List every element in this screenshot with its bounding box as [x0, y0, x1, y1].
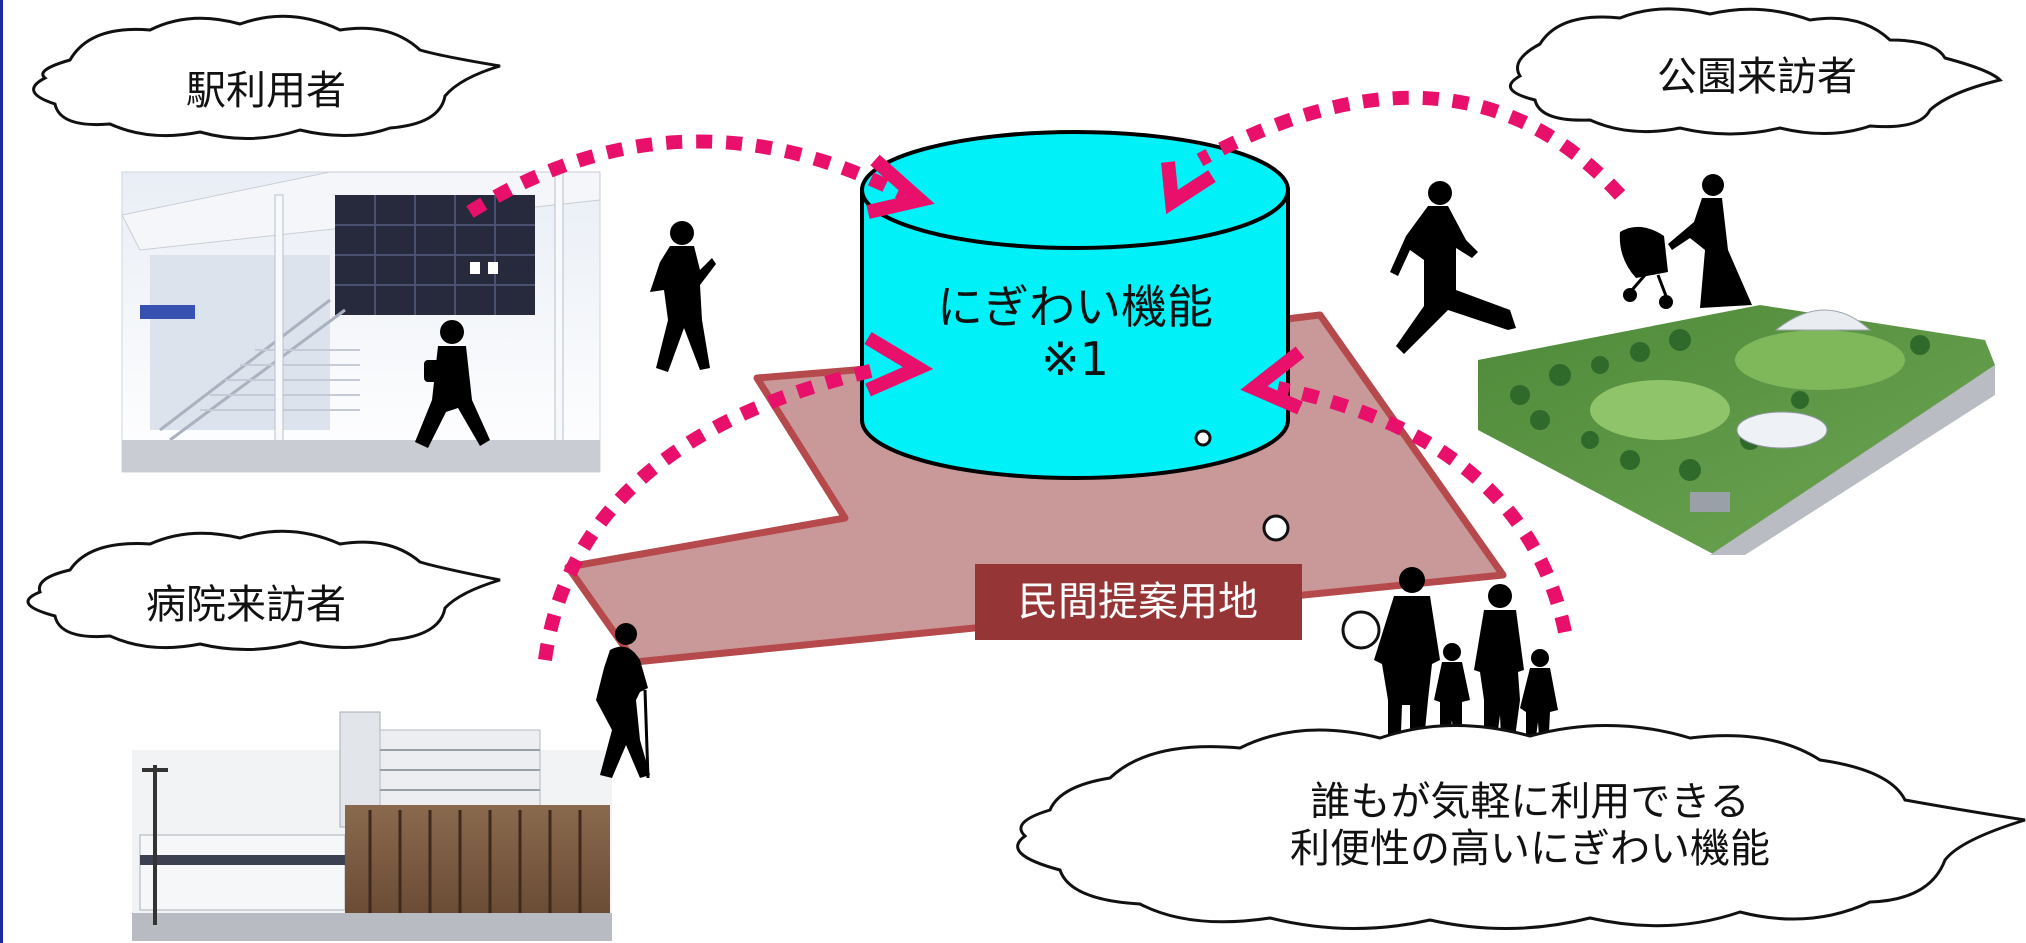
cloud-station-users: 駅利用者: [32, 14, 501, 141]
park-aerial-photo: [1478, 305, 1995, 555]
arrowhead-family: [1240, 346, 1305, 415]
cloud-hospital-label: 病院来訪者: [146, 582, 346, 628]
cloud-park-visitors: 公園来訪者: [1508, 7, 2003, 136]
mother-with-stroller-silhouette: [1619, 174, 1752, 309]
proposal-site-text: 民間提案用地: [1018, 579, 1258, 625]
cloud-station-label: 駅利用者: [186, 68, 346, 114]
arrows-to-facility: [466, 90, 1626, 661]
arrowhead-hospital: [864, 331, 934, 397]
proposal-site-label: 民間提案用地: [975, 564, 1302, 640]
hospital-photo: [132, 711, 612, 941]
arrow-path-from-hospital: [538, 363, 877, 661]
station-photo: [121, 171, 601, 473]
facility-label-note: ※1: [1041, 332, 1109, 386]
cloud-concept-message: 誰もが気軽に利用できる 利便性の高いにぎわい機能: [1016, 723, 2026, 931]
facility-label-line1: にぎわい機能: [937, 280, 1213, 334]
woman-with-phone-silhouette: [650, 221, 716, 372]
arrowhead-park: [1161, 161, 1216, 215]
thought-bubble-dots: [1194, 429, 1381, 650]
central-facility-cylinder: にぎわい機能 ※1: [860, 130, 1290, 480]
arrow-path-from-park: [1196, 90, 1626, 200]
cloud-concept-line1: 誰もが気軽に利用できる: [1310, 779, 1749, 825]
arrowheads: [864, 154, 1305, 415]
cloud-hospital-visitors: 病院来訪者: [26, 529, 501, 652]
elderly-person-with-cane-silhouette: [596, 623, 650, 779]
arrow-path-from-station: [466, 134, 909, 218]
cloud-park-label: 公園来訪者: [1657, 54, 1857, 100]
slide-left-border: [0, 0, 3, 943]
cloud-concept-line2: 利便性の高いにぎわい機能: [1290, 826, 1770, 872]
family-silhouette: [1374, 567, 1558, 760]
arrowhead-station: [866, 154, 935, 219]
arrow-path-from-family: [1276, 381, 1572, 634]
jogger-silhouette: [1390, 181, 1516, 354]
